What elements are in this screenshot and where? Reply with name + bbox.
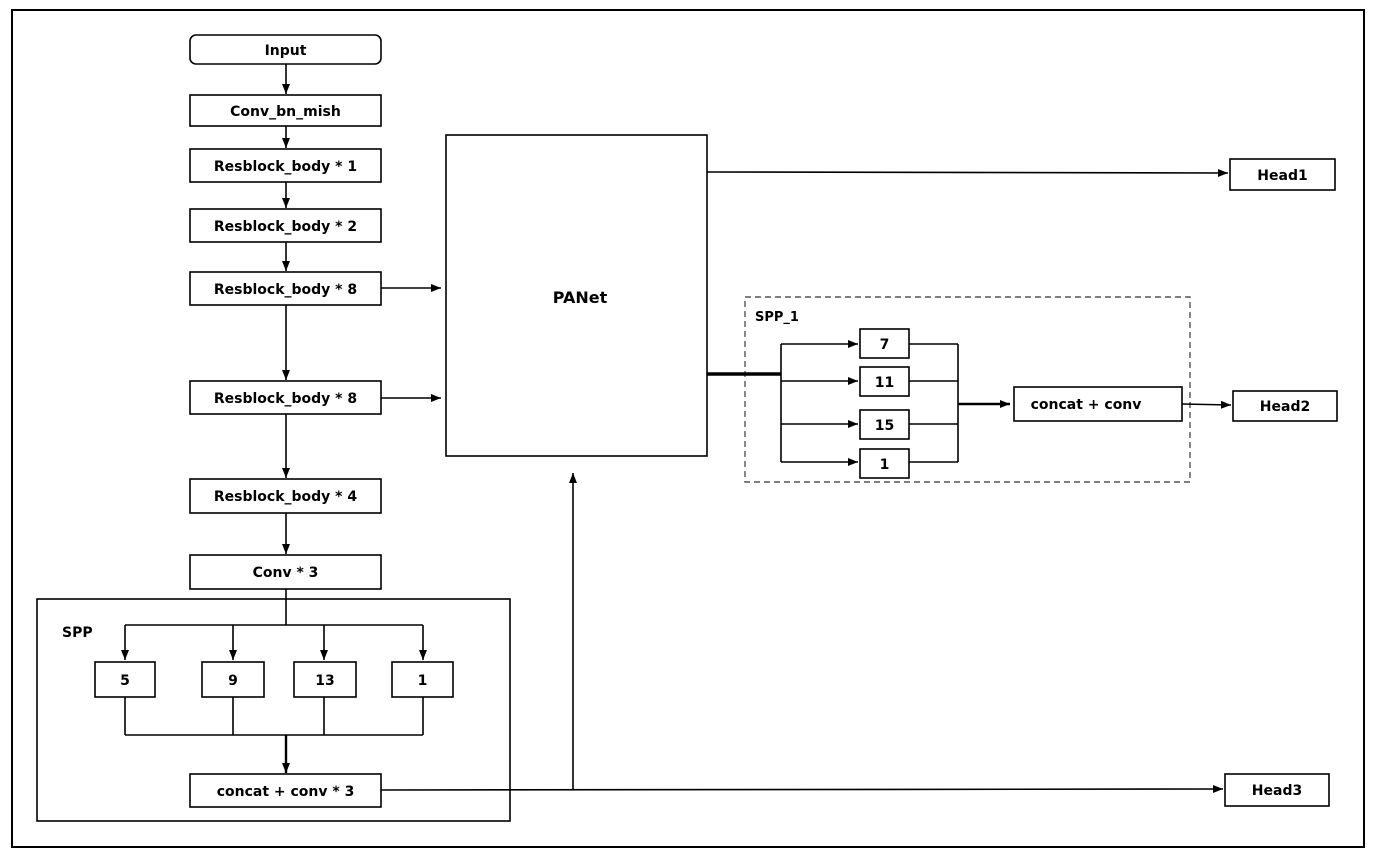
spp1-kernel-11-label: 11 bbox=[875, 375, 894, 391]
resblock-8a-label: Resblock_body * 8 bbox=[214, 282, 357, 298]
resblock-8b-node: Resblock_body * 8 bbox=[189, 380, 382, 415]
outer-frame bbox=[11, 9, 1365, 848]
resblock-2-label: Resblock_body * 2 bbox=[214, 219, 357, 235]
spp-kernel-5-label: 5 bbox=[120, 673, 130, 689]
spp-split bbox=[121, 589, 427, 660]
spp-title: SPP bbox=[62, 625, 93, 641]
spp1-kernel-7: 7 bbox=[859, 328, 910, 359]
spp1-kernel-15-label: 15 bbox=[875, 418, 894, 434]
resblock-1-node: Resblock_body * 1 bbox=[189, 148, 382, 183]
spp-kernel-13-label: 13 bbox=[315, 673, 334, 689]
arrow-panet-head1 bbox=[706, 168, 1229, 177]
resblock-8b-label: Resblock_body * 8 bbox=[214, 391, 357, 407]
panet-inputs bbox=[381, 284, 577, 790]
spp-container bbox=[36, 598, 511, 822]
spp-merge bbox=[124, 697, 424, 773]
spp1-split bbox=[707, 340, 858, 466]
panet-node: PANet bbox=[445, 134, 708, 457]
input-label: Input bbox=[265, 43, 307, 59]
spp-concat-node: concat + conv * 3 bbox=[189, 773, 382, 808]
resblock-2-node: Resblock_body * 2 bbox=[189, 208, 382, 243]
spp-kernel-1: 1 bbox=[391, 661, 454, 698]
head2-node: Head2 bbox=[1232, 390, 1338, 422]
spp-concat-label: concat + conv * 3 bbox=[217, 784, 355, 800]
head2-label: Head2 bbox=[1260, 399, 1310, 415]
spp1-concat-label: concat + conv bbox=[1031, 397, 1142, 413]
resblock-1-label: Resblock_body * 1 bbox=[214, 159, 357, 175]
arrow-spp1-head2 bbox=[1181, 400, 1232, 409]
conv3-label: Conv * 3 bbox=[253, 565, 319, 581]
spp-kernel-5: 5 bbox=[94, 661, 156, 698]
spp-kernel-13: 13 bbox=[293, 661, 357, 698]
head1-node: Head1 bbox=[1229, 158, 1336, 191]
spp1-merge bbox=[909, 343, 1010, 463]
conv-bn-mish-node: Conv_bn_mish bbox=[189, 94, 382, 127]
arrow-spp-head3 bbox=[380, 785, 1224, 794]
conv-bn-mish-label: Conv_bn_mish bbox=[230, 104, 341, 120]
head3-label: Head3 bbox=[1252, 783, 1302, 799]
spp1-kernel-7-label: 7 bbox=[880, 337, 890, 353]
spp1-concat-node: concat + conv bbox=[1013, 386, 1183, 422]
spp1-kernel-1-label: 1 bbox=[880, 457, 890, 473]
spp1-container bbox=[744, 296, 1191, 483]
spp-kernel-9: 9 bbox=[201, 661, 265, 698]
input-node: Input bbox=[189, 34, 382, 65]
conv3-node: Conv * 3 bbox=[189, 554, 382, 590]
resblock-8a-node: Resblock_body * 8 bbox=[189, 271, 382, 306]
head3-node: Head3 bbox=[1224, 773, 1330, 807]
spp1-title: SPP_1 bbox=[755, 310, 799, 325]
spp1-kernel-11: 11 bbox=[859, 366, 910, 397]
resblock-4-node: Resblock_body * 4 bbox=[189, 478, 382, 514]
spp-kernel-1-label: 1 bbox=[418, 673, 428, 689]
spp-kernel-9-label: 9 bbox=[228, 673, 238, 689]
resblock-4-label: Resblock_body * 4 bbox=[214, 489, 358, 505]
spp1-kernel-15: 15 bbox=[859, 409, 910, 440]
spp1-kernel-1: 1 bbox=[859, 448, 910, 479]
head1-label: Head1 bbox=[1257, 168, 1307, 184]
panet-label: PANet bbox=[553, 288, 608, 307]
